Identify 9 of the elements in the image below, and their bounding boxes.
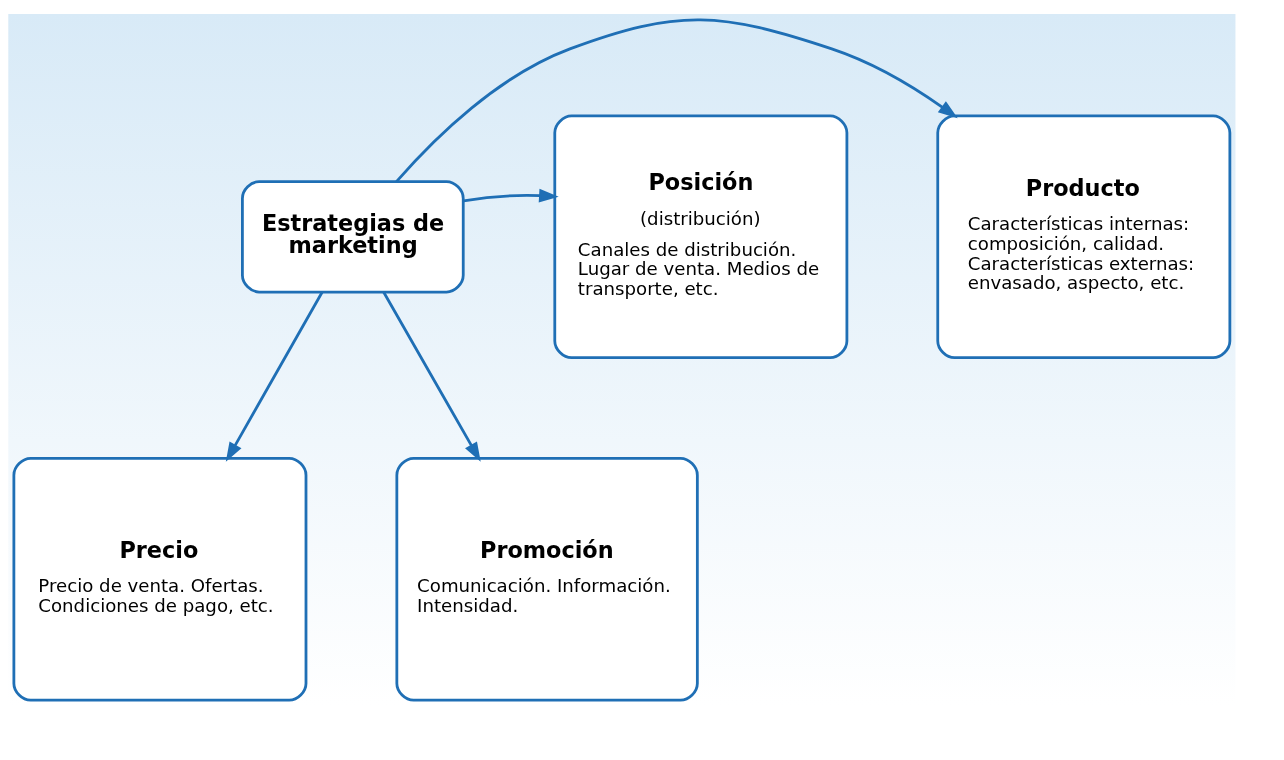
arrow (382, 291, 481, 462)
node-box: Posición (distribución) Canales de distribución. Lugar de venta. Medios de transporte, etc. (553, 114, 849, 360)
node-box: Precio Precio de venta. Ofertas. Condiciones de pago, etc. (12, 456, 308, 702)
arrow (395, 18, 958, 183)
node-box: Estrategias de marketing (241, 180, 465, 294)
arrow (463, 188, 559, 203)
node-box: Producto Características internas: composición, calidad. Características externas: envasado, aspecto, etc. (936, 114, 1232, 360)
arrow (225, 291, 324, 462)
node-box: Promoción Comunicación. Información. Intensidad. (395, 456, 699, 702)
